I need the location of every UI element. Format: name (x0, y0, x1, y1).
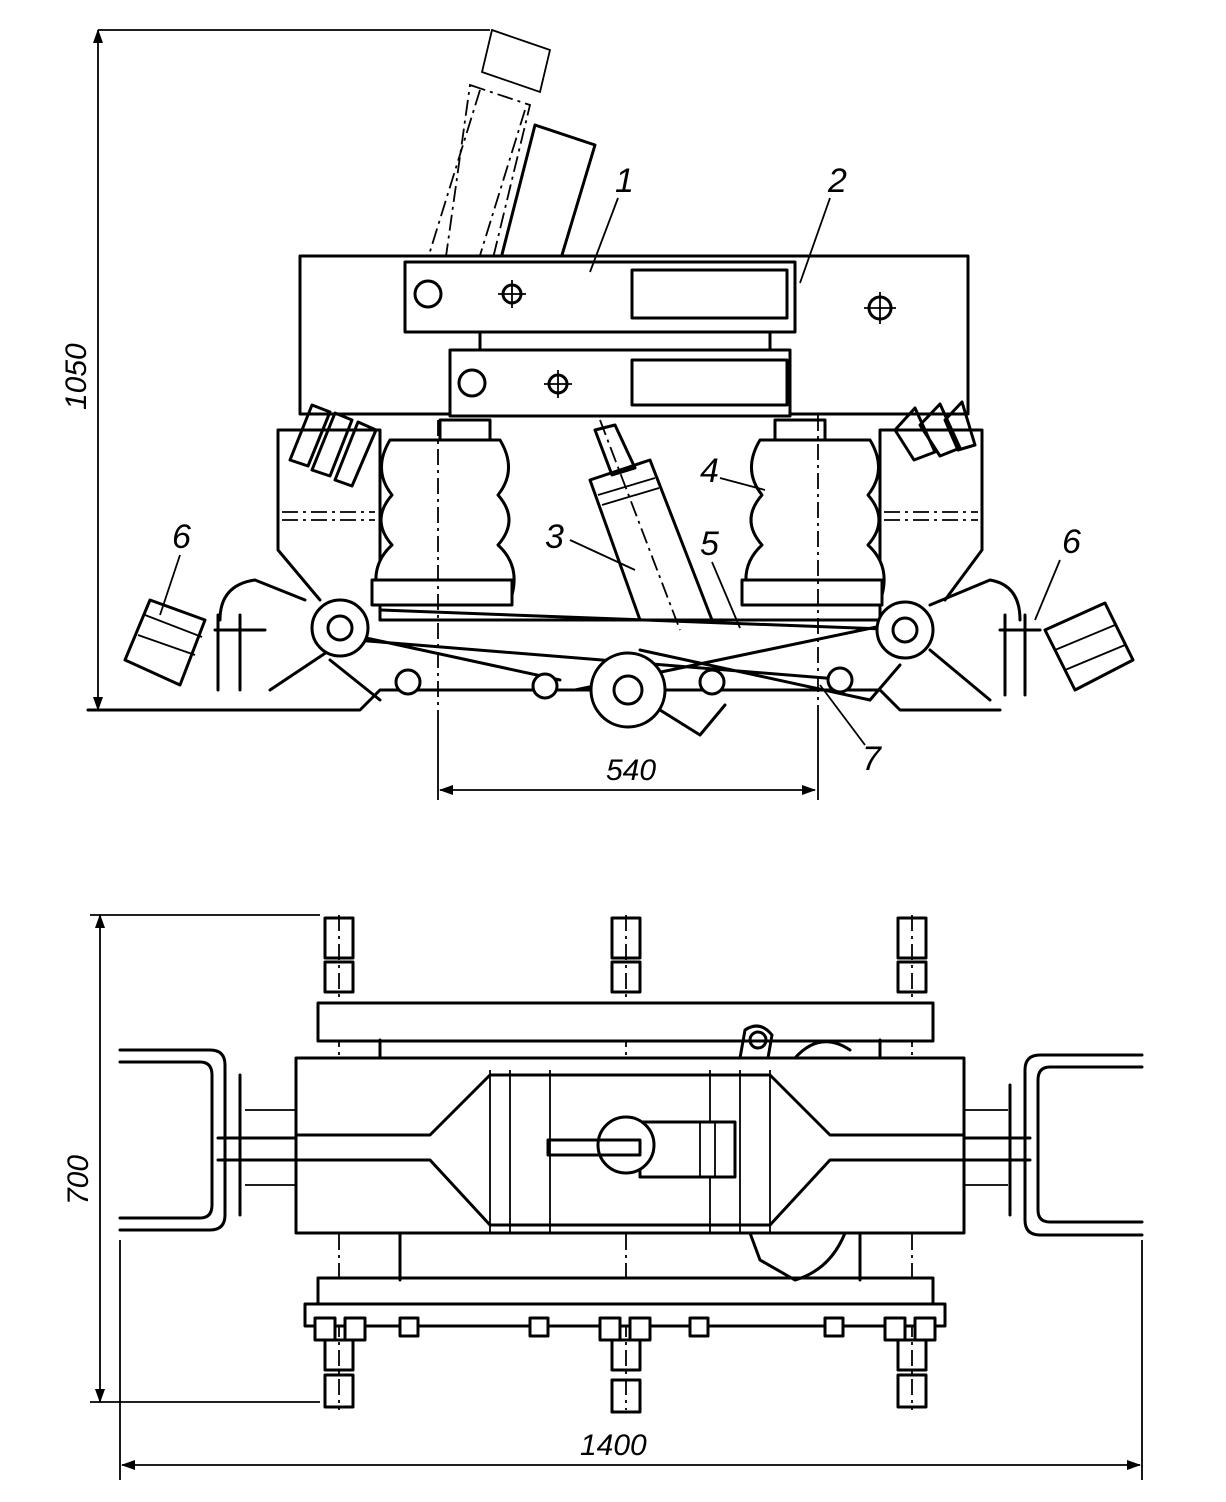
lug-pin-icon (748, 1030, 768, 1050)
plan-view: 700 1400 (62, 914, 1144, 1480)
terminal-right (928, 578, 1135, 697)
crossbar-upper (403, 260, 797, 334)
callout-3: 3 (545, 518, 564, 556)
callout-6-right: 6 (1062, 523, 1081, 561)
side-terminal-right (962, 1053, 1144, 1237)
arc-lug-top (738, 1024, 852, 1060)
contact-fingers-right (893, 400, 977, 462)
arc-lug-bottom (748, 1231, 847, 1282)
dimension-width-1400: 1400 (119, 1240, 1143, 1480)
main-body (294, 1056, 966, 1235)
callout-4: 4 (700, 452, 719, 490)
dimension-label-height: 1050 (60, 343, 93, 410)
window-upper (630, 268, 789, 320)
side-terminal-left (118, 1048, 298, 1232)
dimension-label-width: 1400 (580, 1429, 647, 1462)
dimension-label-depth: 700 (62, 1155, 95, 1205)
contact-fingers-left (288, 403, 378, 488)
bolt-row (313, 1316, 937, 1342)
callout-5: 5 (700, 525, 719, 563)
window-lower (630, 358, 789, 407)
drive-rod (588, 419, 714, 631)
callout-2: 2 (827, 162, 847, 200)
base-plate-bottom (316, 1276, 935, 1306)
pivot-bolt-icon (413, 279, 896, 398)
dimension-pitch-540: 540 (437, 720, 819, 800)
dimension-label-pitch: 540 (606, 754, 656, 787)
callout-1: 1 (615, 162, 634, 200)
base-plate-bottom-2 (303, 1302, 947, 1328)
insulator-right (740, 418, 886, 607)
side-view: 1050 (60, 28, 1135, 800)
terminal-left (123, 578, 307, 692)
dimension-depth-700: 700 (62, 914, 320, 1403)
insulator-left (370, 418, 516, 607)
base-plate-top (316, 1001, 935, 1043)
callouts: 1 2 3 4 5 6 6 7 (159, 162, 1081, 778)
drive-cylinder (546, 1115, 737, 1179)
pivot-wheels (310, 598, 935, 729)
callout-6-left: 6 (172, 518, 191, 556)
callout-7: 7 (862, 740, 882, 778)
